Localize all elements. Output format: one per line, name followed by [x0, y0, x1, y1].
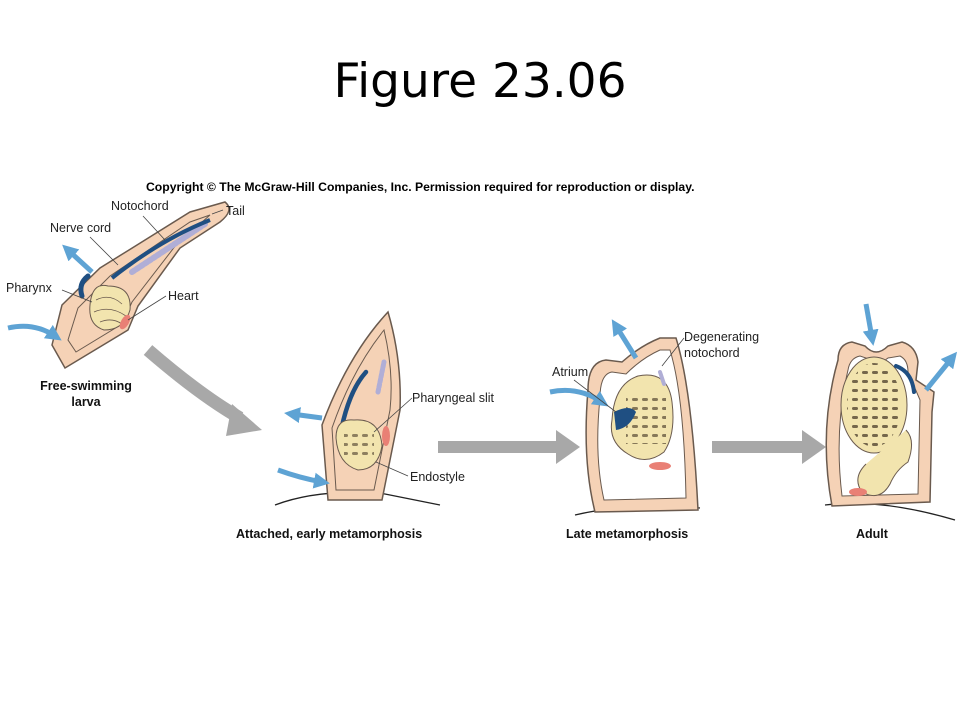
stage-arrow-3: [712, 430, 826, 464]
caption-early-metamorphosis: Attached, early metamorphosis: [236, 527, 422, 541]
caption-adult: Adult: [856, 527, 889, 541]
larva-figure: [51, 201, 230, 370]
early-heart: [382, 426, 390, 446]
caption-larva-line1: Free-swimming: [40, 379, 132, 393]
stage-arrow-2: [438, 430, 580, 464]
adult-gut: [857, 429, 912, 497]
adult-inflow-arrow-icon: [862, 303, 879, 346]
stage-arrow-1: [143, 345, 262, 436]
slide-title: Figure 23.06: [333, 54, 627, 109]
larva-pharynx: [89, 284, 131, 331]
early-outflow-arrow-icon: [284, 407, 323, 423]
early-notochord: [375, 359, 387, 395]
label-nerve-cord: Nerve cord: [50, 221, 111, 235]
late-degenerating-notochord: [658, 370, 666, 386]
caption-late-metamorphosis: Late metamorphosis: [566, 527, 688, 541]
late-metamorphosis-figure: [574, 337, 701, 516]
label-heart: Heart: [168, 289, 199, 303]
larva-nerve-cord: [110, 218, 211, 280]
early-inflow-arrow-icon: [277, 467, 330, 489]
larva-inflow-arrow-icon: [7, 323, 62, 341]
early-tunic: [321, 310, 401, 501]
late-inflow-arrow-icon: [549, 387, 609, 407]
label-pharynx: Pharynx: [6, 281, 53, 295]
larva-notochord: [129, 221, 208, 275]
late-atrium: [614, 408, 636, 430]
adult-figure: [824, 341, 956, 521]
label-degenerating-line1: Degenerating: [684, 330, 759, 344]
late-heart: [649, 462, 671, 470]
label-degenerating-line2: notochord: [684, 346, 740, 360]
late-outflow-arrow-icon: [611, 319, 639, 360]
label-notochord: Notochord: [111, 199, 169, 213]
larva-eyespot: [78, 273, 91, 299]
larva-outflow-arrow-icon: [62, 244, 94, 274]
adult-heart: [849, 488, 867, 496]
early-metamorphosis-figure: [274, 310, 441, 506]
label-tail: Tail: [226, 204, 245, 218]
label-endostyle: Endostyle: [410, 470, 465, 484]
larva-heart: [119, 314, 131, 330]
label-atrium: Atrium: [552, 365, 588, 379]
adult-outflow-arrow-icon: [924, 351, 958, 392]
copyright-notice: Copyright © The McGraw-Hill Companies, I…: [146, 180, 695, 194]
caption-larva-line2: larva: [71, 395, 101, 409]
adult-atrium: [894, 364, 916, 394]
label-pharyngeal-slit: Pharyngeal slit: [412, 391, 495, 405]
